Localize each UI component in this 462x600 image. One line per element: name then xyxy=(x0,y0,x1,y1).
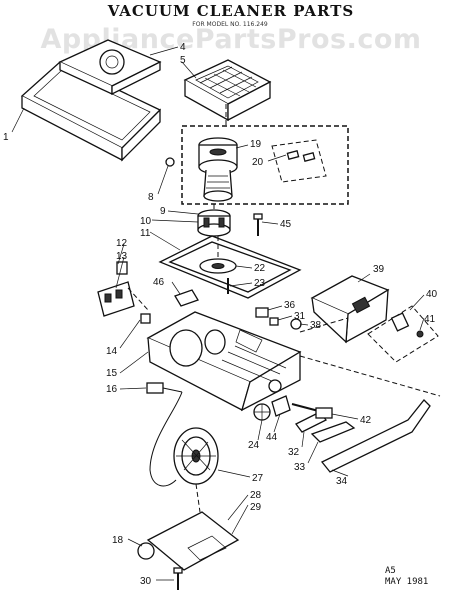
part-1-hood xyxy=(20,61,162,162)
callout-36: 36 xyxy=(284,300,296,311)
callout-9: 9 xyxy=(160,206,166,217)
model-number: FOR MODEL NO. 116.249 xyxy=(192,21,268,28)
part-34-bumper xyxy=(320,399,431,473)
callout-46: 46 xyxy=(153,277,165,288)
callout-44: 44 xyxy=(266,432,278,443)
part-22-plate xyxy=(199,258,237,274)
callout-32: 32 xyxy=(288,447,300,458)
callout-24: 24 xyxy=(248,440,260,451)
part-14-bracket xyxy=(140,313,151,324)
callout-27: 27 xyxy=(252,473,264,484)
callout-28: 28 xyxy=(250,490,262,501)
part-45-screw xyxy=(253,213,263,236)
callout-41: 41 xyxy=(424,314,436,325)
part-16-cord-plug xyxy=(146,382,183,394)
callout-34: 34 xyxy=(336,476,348,487)
part-13-switch-plate xyxy=(97,281,135,317)
callout-11: 11 xyxy=(140,228,151,239)
callout-45: 45 xyxy=(280,219,292,230)
part-42-switch-actuator xyxy=(291,403,333,419)
part-46-clip xyxy=(174,289,199,307)
callout-23: 23 xyxy=(254,278,266,289)
callout-12: 12 xyxy=(116,238,128,249)
part-20-brush-kit xyxy=(271,139,327,183)
part-24-fan xyxy=(253,403,271,421)
part-30-screw xyxy=(173,567,183,590)
callout-13: 13 xyxy=(116,251,128,262)
callout-20: 20 xyxy=(252,157,264,168)
part-12-switch xyxy=(116,261,128,275)
revision-code: A5 xyxy=(385,566,396,576)
part-31-spring xyxy=(269,317,279,326)
part-10-mount xyxy=(197,209,231,237)
callout-4: 4 xyxy=(180,42,186,53)
callout-29: 29 xyxy=(250,502,262,513)
part-19-motor xyxy=(198,137,238,202)
part-44-bracket xyxy=(271,395,291,417)
part-18-wheel xyxy=(137,542,155,560)
callout-14: 14 xyxy=(106,346,118,357)
callout-8: 8 xyxy=(148,192,154,203)
callout-30: 30 xyxy=(140,576,152,587)
part-36-latch xyxy=(255,307,269,318)
revision-date: MAY 1981 xyxy=(385,577,429,587)
page-title: VACUUM CLEANER PARTS xyxy=(107,2,355,20)
part-4-frame xyxy=(58,39,162,96)
callout-10: 10 xyxy=(140,216,152,227)
callout-labels: 1 4 5 19 20 8 9 10 11 45 12 13 22 23 39 … xyxy=(3,42,438,587)
callout-39: 39 xyxy=(373,264,385,275)
motor-assembly-box xyxy=(181,125,349,205)
callout-16: 16 xyxy=(106,384,118,395)
part-27-cord-reel xyxy=(173,427,219,485)
callout-5: 5 xyxy=(180,55,186,66)
callout-31: 31 xyxy=(294,311,306,322)
callout-18: 18 xyxy=(112,535,124,546)
callout-38: 38 xyxy=(310,320,322,331)
callout-42: 42 xyxy=(360,415,372,426)
part-40-assembly xyxy=(367,305,439,363)
callout-40: 40 xyxy=(426,289,438,300)
part-15-housing xyxy=(146,311,302,412)
part-8-bushing xyxy=(165,157,175,167)
callout-1: 1 xyxy=(3,132,9,143)
callout-19: 19 xyxy=(250,139,262,150)
assembly-guide-lines xyxy=(127,104,441,513)
callout-33: 33 xyxy=(294,462,306,473)
part-39-nozzle xyxy=(310,275,390,344)
part-29-bottom-plate xyxy=(146,511,240,571)
leader-lines xyxy=(11,46,425,581)
callout-22: 22 xyxy=(254,263,266,274)
part-33-handle-bail xyxy=(310,421,356,443)
callout-15: 15 xyxy=(106,368,118,379)
power-cord xyxy=(149,391,183,487)
part-5-filter xyxy=(183,59,272,122)
